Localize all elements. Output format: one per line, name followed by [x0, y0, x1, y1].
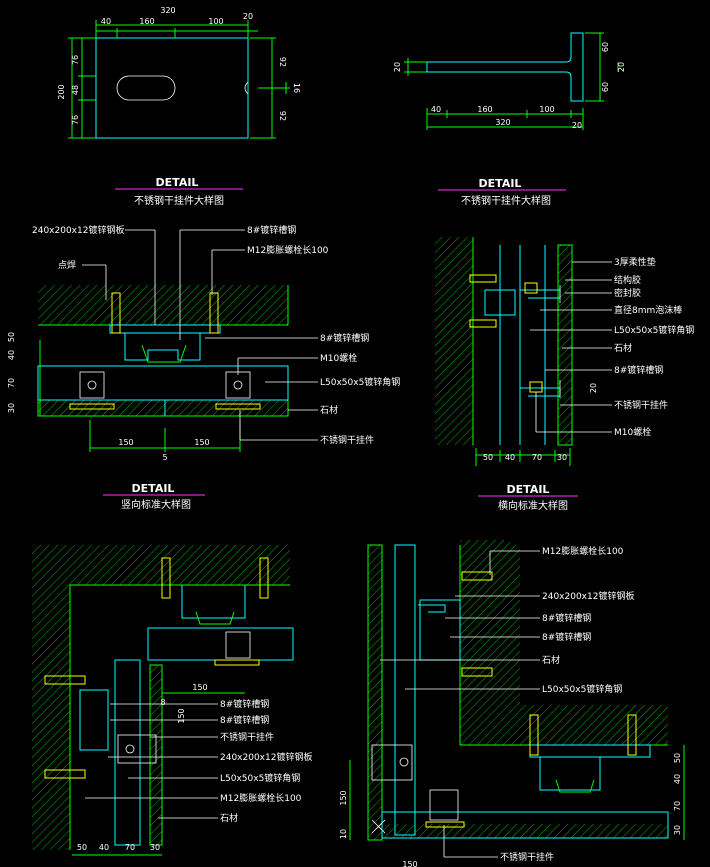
d4-dim-70: 70 — [673, 801, 682, 811]
d3-dim-50: 50 — [77, 843, 87, 852]
d1-label-m10-bolt: M10螺栓 — [320, 352, 357, 364]
d2-dim-20: 20 — [589, 383, 598, 393]
dim-100: 100 — [208, 17, 223, 26]
d2-label-stone: 石材 — [614, 342, 632, 354]
d2-label-sealant: 密封胶 — [614, 287, 641, 299]
detail2-title: 不锈钢干挂件大样图 — [461, 194, 551, 207]
dim-320: 320 — [160, 6, 175, 15]
d4-label-stone: 石材 — [542, 654, 560, 666]
d2-label-structural-glue: 结构胶 — [614, 274, 641, 286]
d1-label-stone: 石材 — [320, 404, 338, 416]
d1-label-channel-b: 8#镀锌槽钢 — [320, 332, 369, 344]
dim-48: 48 — [71, 85, 80, 95]
dim-200: 200 — [57, 84, 66, 99]
dim-92-bottom: 92 — [278, 111, 287, 121]
dim-20-right: 20 — [617, 62, 626, 72]
d1-dim-30: 30 — [7, 403, 16, 413]
detail3-drawing: 50 40 70 30 150 8 150 8#镀锌槽钢 8#镀锌槽钢 不锈钢干… — [32, 545, 312, 856]
dim-16: 16 — [292, 83, 301, 93]
d4-dim-150-h: 150 — [402, 860, 417, 867]
bracket-profile-view: 20 60 20 60 40 160 100 20 320 — [393, 32, 626, 130]
plate-plan-view: 320 40 160 100 20 200 76 48 76 92 16 92 — [57, 6, 301, 139]
d4-label-channel-b: 8#镀锌槽钢 — [542, 631, 591, 643]
dim-40-b: 40 — [431, 105, 441, 114]
d1-label-spot-weld: 点焊 — [58, 259, 76, 271]
d1-label-ss-hanger: 不锈钢干挂件 — [320, 434, 374, 446]
d2-dim-30: 30 — [557, 453, 567, 462]
d3-label-steel-plate: 240x200x12镀锌钢板 — [220, 751, 312, 763]
detail1-drawing: 50 40 70 30 150 150 5 240x200x12镀锌钢板 8#镀… — [7, 224, 400, 462]
d4-label-steel-plate: 240x200x12镀锌钢板 — [542, 590, 634, 602]
d1-dim-5: 5 — [162, 453, 167, 462]
d3-label-channel-b: 8#镀锌槽钢 — [220, 714, 269, 726]
dim-100-b: 100 — [539, 105, 554, 114]
dim-20-b: 20 — [572, 121, 582, 130]
d4-dim-150-v: 150 — [339, 790, 348, 805]
d4-label-channel-a: 8#镀锌槽钢 — [542, 612, 591, 624]
d1-dim-50: 50 — [7, 332, 16, 342]
dim-60-b: 60 — [601, 82, 610, 92]
detail2-title-block: DETAIL 不锈钢干挂件大样图 — [438, 177, 566, 207]
detail4-title-block: DETAIL 横向标准大样图 — [478, 483, 578, 512]
detail3-title-block: DETAIL 竖向标准大样图 — [103, 482, 205, 511]
dim-160: 160 — [139, 17, 154, 26]
d4-label-ss-hanger: 不锈钢干挂件 — [500, 851, 554, 863]
d4-dim-10: 10 — [339, 829, 348, 839]
d1-dim-150-b: 150 — [194, 438, 209, 447]
d1-dim-70: 70 — [7, 378, 16, 388]
d3-label-ss-hanger: 不锈钢干挂件 — [220, 731, 274, 743]
detail4-drawing: 50 40 70 30 150 10 150 M12膨胀螺栓长100 240x2… — [339, 540, 685, 867]
dim-76-a: 76 — [71, 55, 80, 65]
d3-dim-150-v: 150 — [177, 708, 186, 723]
detail2-drawing: 50 40 70 30 20 3厚柔性垫 结构胶 密封胶 直径8mm泡沫棒 L5… — [435, 237, 694, 466]
d2-label-angle: L50x50x5镀锌角钢 — [614, 324, 694, 336]
dim-20-left: 20 — [393, 62, 402, 72]
detail1-title-block: DETAIL 不锈钢干挂件大样图 — [115, 176, 243, 207]
d2-label-ss-hanger: 不锈钢干挂件 — [614, 399, 668, 411]
d4-dim-40: 40 — [673, 774, 682, 784]
detail2-heading: DETAIL — [479, 177, 522, 190]
dim-40: 40 — [101, 17, 111, 26]
d1-label-channel-a: 8#镀锌槽钢 — [247, 224, 296, 236]
d4-label-angle: L50x50x5镀锌角钢 — [542, 683, 622, 695]
d4-dim-50: 50 — [673, 753, 682, 763]
d4-label-anchor-bolt: M12膨胀螺栓长100 — [542, 545, 624, 557]
d4-dim-30: 30 — [673, 825, 682, 835]
dim-20: 20 — [243, 12, 253, 21]
detail4-heading: DETAIL — [507, 483, 550, 496]
d3-dim-150-h: 150 — [192, 683, 207, 692]
d1-label-steel-plate: 240x200x12镀锌钢板 — [32, 224, 124, 236]
d3-dim-70: 70 — [125, 843, 135, 852]
d3-label-stone: 石材 — [220, 812, 238, 824]
d3-label-angle: L50x50x5镀锌角钢 — [220, 772, 300, 784]
d3-dim-8: 8 — [160, 698, 165, 707]
d2-label-foam-rod: 直径8mm泡沫棒 — [614, 304, 682, 316]
d3-dim-30: 30 — [150, 843, 160, 852]
d2-label-pad: 3厚柔性垫 — [614, 256, 656, 268]
d2-dim-70: 70 — [532, 453, 542, 462]
detail1-heading: DETAIL — [156, 176, 199, 189]
d1-dim-150-a: 150 — [118, 438, 133, 447]
d1-label-angle: L50x50x5镀锌角钢 — [320, 376, 400, 388]
d1-label-anchor-bolt: M12膨胀螺栓长100 — [247, 244, 329, 256]
d2-label-m10-bolt: M10螺栓 — [614, 426, 651, 438]
detail3-heading: DETAIL — [132, 482, 175, 495]
d2-dim-40: 40 — [505, 453, 515, 462]
detail3-title: 竖向标准大样图 — [121, 498, 191, 511]
d1-dim-40: 40 — [7, 350, 16, 360]
dim-60-a: 60 — [601, 42, 610, 52]
d3-dim-40: 40 — [99, 843, 109, 852]
detail1-title: 不锈钢干挂件大样图 — [134, 194, 224, 207]
d2-label-channel: 8#镀锌槽钢 — [614, 364, 663, 376]
dim-160-b: 160 — [477, 105, 492, 114]
d3-label-anchor-bolt: M12膨胀螺栓长100 — [220, 792, 302, 804]
dim-76-b: 76 — [71, 115, 80, 125]
d3-label-channel-a: 8#镀锌槽钢 — [220, 698, 269, 710]
d2-dim-50: 50 — [483, 453, 493, 462]
dim-92-top: 92 — [278, 57, 287, 67]
detail4-title: 横向标准大样图 — [498, 499, 568, 512]
dim-320-b: 320 — [495, 118, 510, 127]
